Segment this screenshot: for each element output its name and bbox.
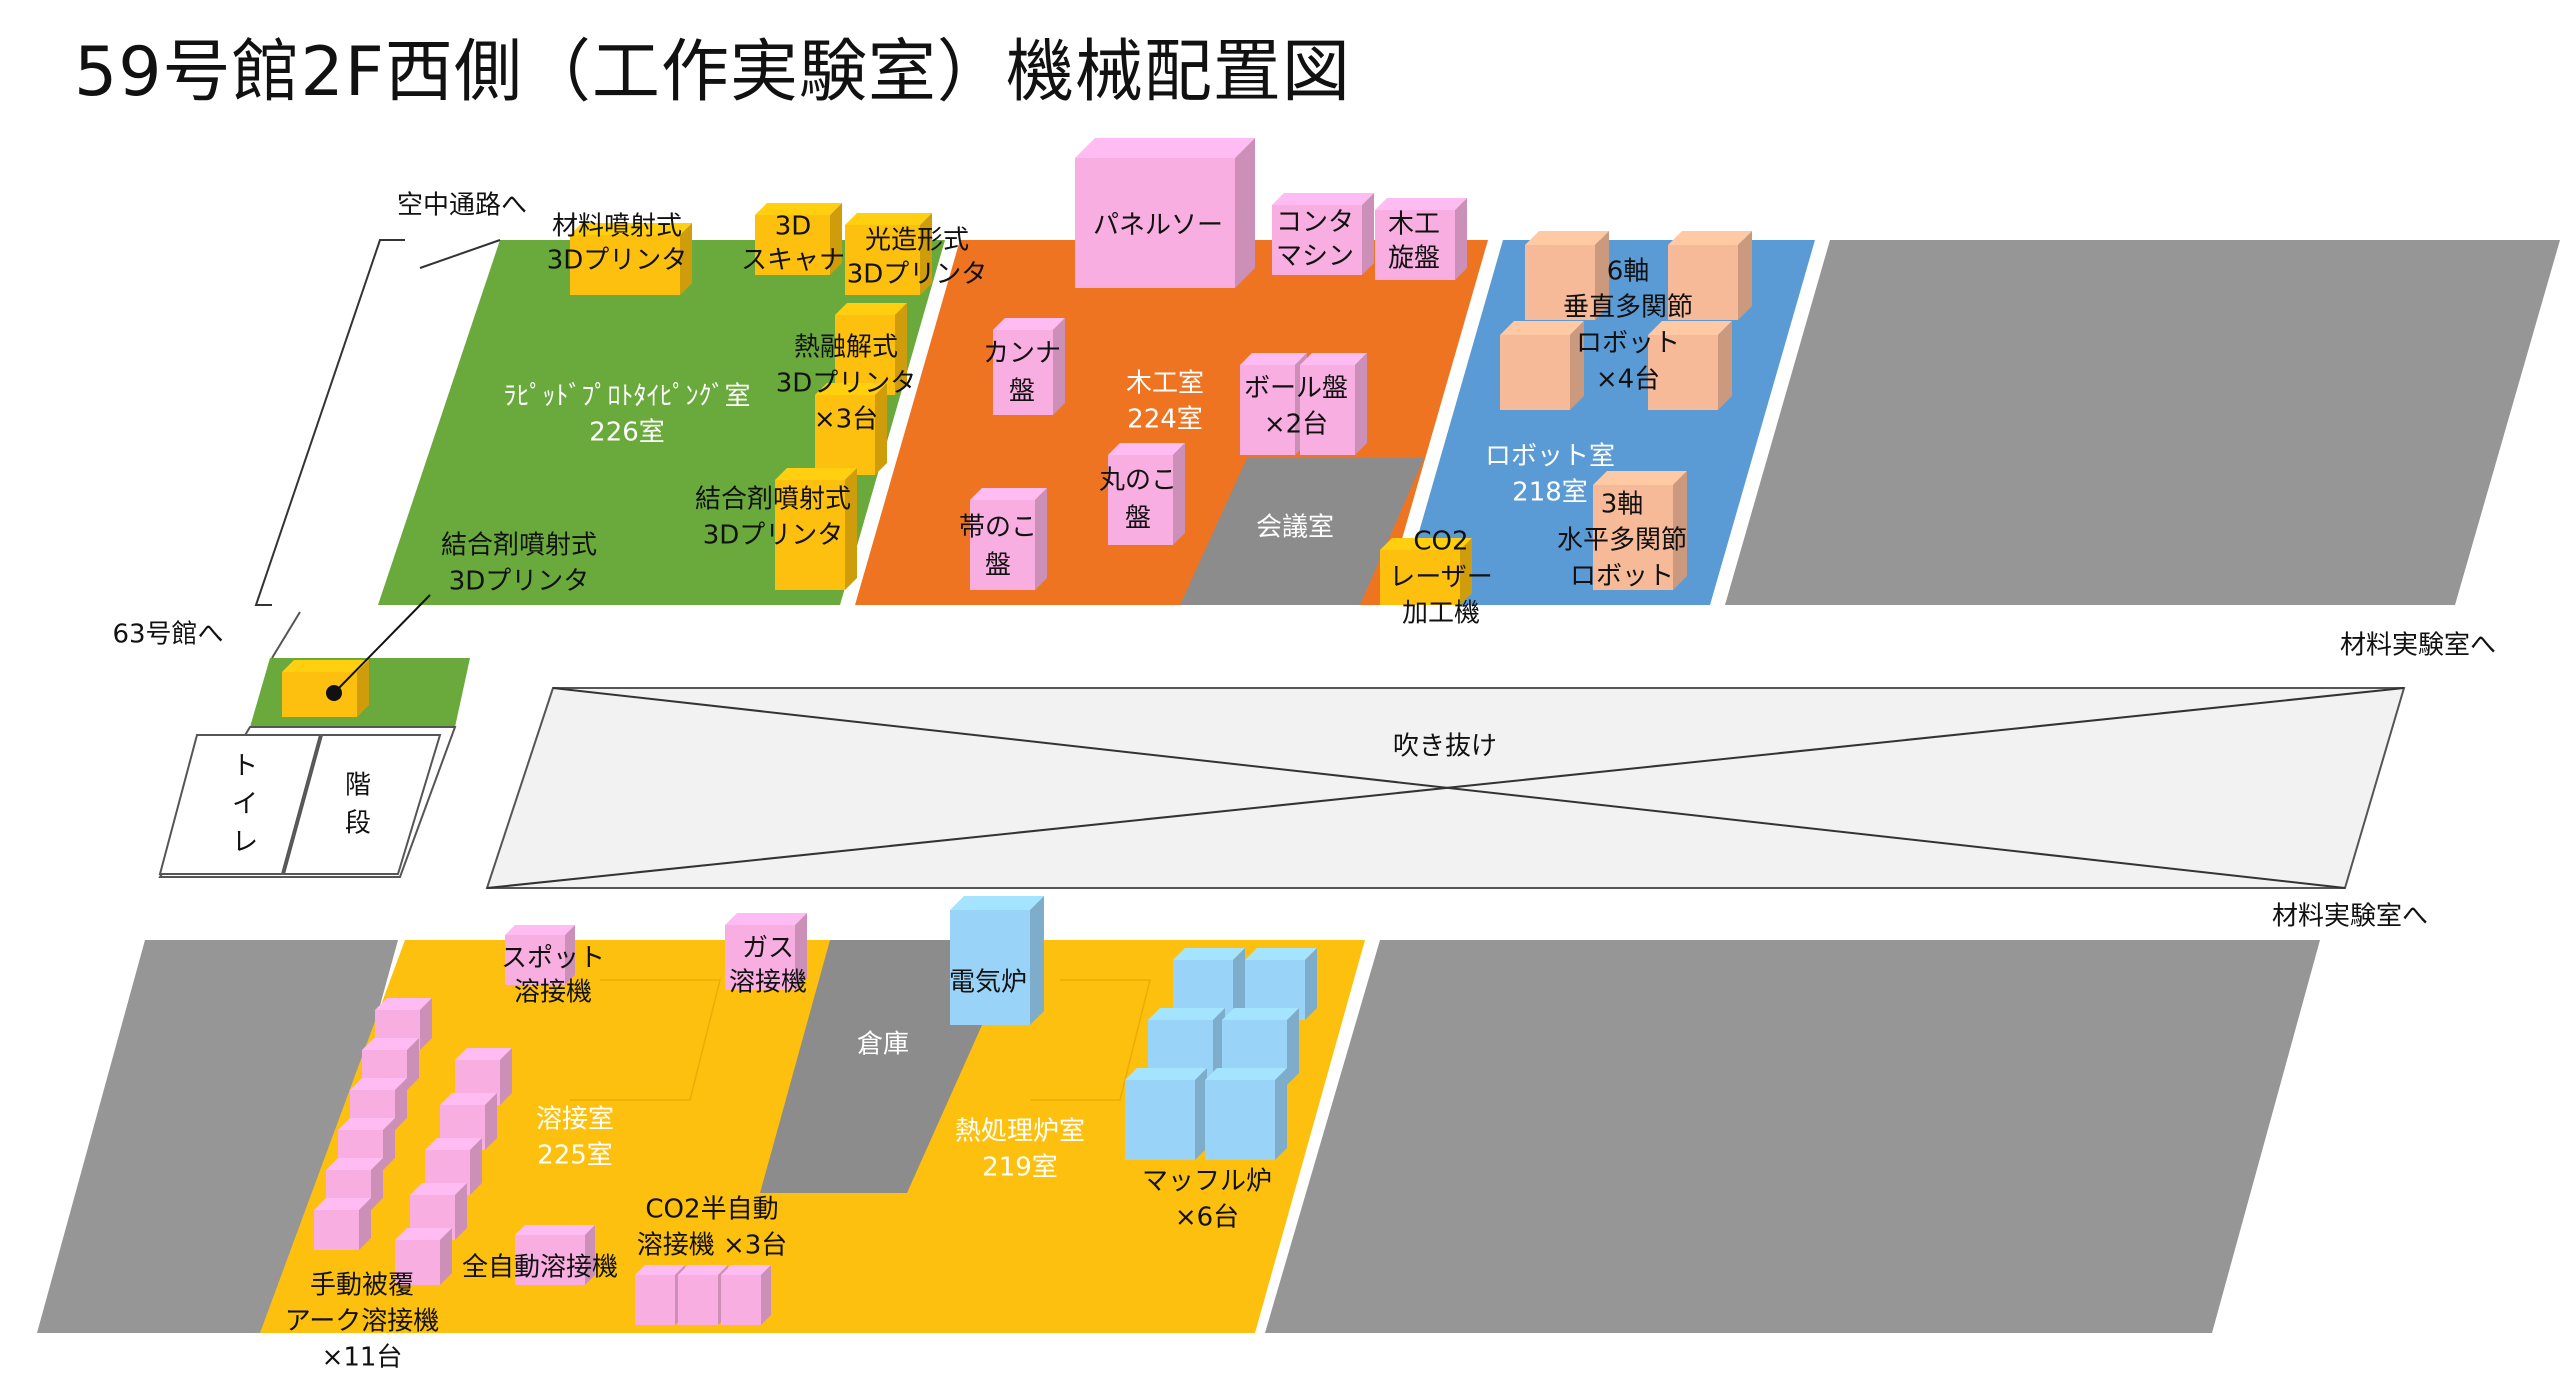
- muffle-box-5: [1125, 1068, 1207, 1160]
- contour-machine-label: コンタマシン: [1276, 208, 1354, 272]
- machine-boxes: [282, 138, 1752, 1325]
- hall-outline: [271, 611, 301, 659]
- gas-weld-label: ガス溶接機: [729, 934, 807, 998]
- robot6-box-4: [1648, 321, 1732, 410]
- airway-label: 空中通路へ: [397, 191, 527, 221]
- muffle-label: マッフル炉×6台: [1142, 1167, 1272, 1233]
- co2-semi-box-2: [678, 1265, 728, 1325]
- bandsaw-label: 帯のこ盤: [959, 513, 1037, 581]
- spot-weld-box: [505, 925, 575, 985]
- scanner-box: [755, 203, 842, 275]
- robot6-box-3: [1500, 321, 1584, 410]
- page-title: 59号館2F西側（工作実験室）機械配置図: [74, 33, 1351, 112]
- gas-weld-box: [725, 913, 807, 990]
- arc-weld-box-6: [314, 1198, 371, 1250]
- robot6-label: 6軸垂直多関節ロボット×4台: [1563, 257, 1693, 395]
- robot6-box-1: [1525, 231, 1609, 320]
- wood-lathe-label: 木工旋盤: [1388, 210, 1440, 274]
- airway-line: [419, 239, 501, 269]
- faint-partitions: [570, 979, 1151, 1101]
- co2-semi-box-3: [721, 1265, 771, 1325]
- sla-printer-box: [845, 213, 932, 295]
- panel-saw-label: パネルソー: [1093, 211, 1223, 241]
- toilet-label: トイレ: [232, 752, 258, 858]
- binder-printer-hall-box: [282, 660, 369, 717]
- auto-weld-label: 全自動溶接機: [462, 1253, 618, 1283]
- conference-label: 会議室: [1256, 513, 1334, 543]
- planer-label: カンナ盤: [983, 339, 1061, 407]
- muffle-box-1: [1173, 948, 1245, 1020]
- jigsaw-box: [1108, 443, 1185, 545]
- conference-room-floor: [1180, 458, 1424, 605]
- co2-semi-label: CO2半自動溶接機 ×3台: [637, 1195, 788, 1261]
- toilet-room: [158, 734, 322, 875]
- auto-weld-box: [515, 1225, 595, 1285]
- storage-label: 倉庫: [857, 1030, 909, 1060]
- elec-furnace-label: 電気炉: [949, 968, 1027, 998]
- leader-line: [333, 594, 431, 694]
- ball-board-box-1: [1240, 353, 1307, 455]
- labels: 空中通路へ63号館へ材料実験室へ材料実験室へ吹き抜けトイレ階段ﾗﾋﾟｯﾄﾞﾌﾟﾛ…: [112, 191, 2496, 1373]
- co2-semi-box-1: [635, 1265, 685, 1325]
- binder-printer-box: [775, 468, 857, 590]
- jigsaw-label: 丸のこ盤: [1099, 466, 1177, 534]
- ball-board-label: ボール盤×2台: [1244, 374, 1348, 440]
- stairs-label: 階段: [345, 771, 371, 839]
- ball-board-box-2: [1300, 353, 1367, 455]
- atrium-label: 吹き抜け: [1393, 732, 1497, 762]
- fdm-printer-box-2: [815, 383, 887, 475]
- robot6-box-2: [1668, 231, 1752, 320]
- mj-printer-box: [570, 223, 692, 295]
- stairs-room: [282, 734, 442, 875]
- panel-saw-box: [1075, 138, 1255, 288]
- bandsaw-box: [970, 488, 1047, 590]
- elec-furnace-box: [950, 896, 1044, 1025]
- leader-dot: [326, 685, 342, 701]
- muffle-box-2: [1245, 948, 1317, 1020]
- robot3-box: [1593, 471, 1687, 590]
- wood-lathe-box: [1375, 198, 1467, 280]
- airway-corridor-outline: [254, 239, 405, 606]
- atrium-x2: [486, 687, 2405, 889]
- material-lab-label-top: 材料実験室へ: [2340, 631, 2496, 661]
- robot3-label: 3軸水平多関節ロボット: [1557, 490, 1687, 592]
- contour-machine-box: [1272, 193, 1374, 275]
- gray-room-upper-right: [1725, 240, 2560, 605]
- planer-box: [993, 318, 1065, 415]
- spot-weld-label: スポット溶接機: [501, 944, 605, 1008]
- material-lab-label-bottom: 材料実験室へ: [2272, 902, 2428, 932]
- arc-weld-box-11: [395, 1228, 452, 1285]
- bldg63-label: 63号館へ: [112, 620, 223, 650]
- muffle-box-6: [1205, 1068, 1287, 1160]
- co2-laser-box: [1380, 538, 1472, 605]
- arc-weld-label: 手動被覆アーク溶接機×11台: [285, 1271, 439, 1373]
- gray-room-lower-right: [1265, 940, 2320, 1333]
- fdm-printer-box-1: [835, 303, 907, 395]
